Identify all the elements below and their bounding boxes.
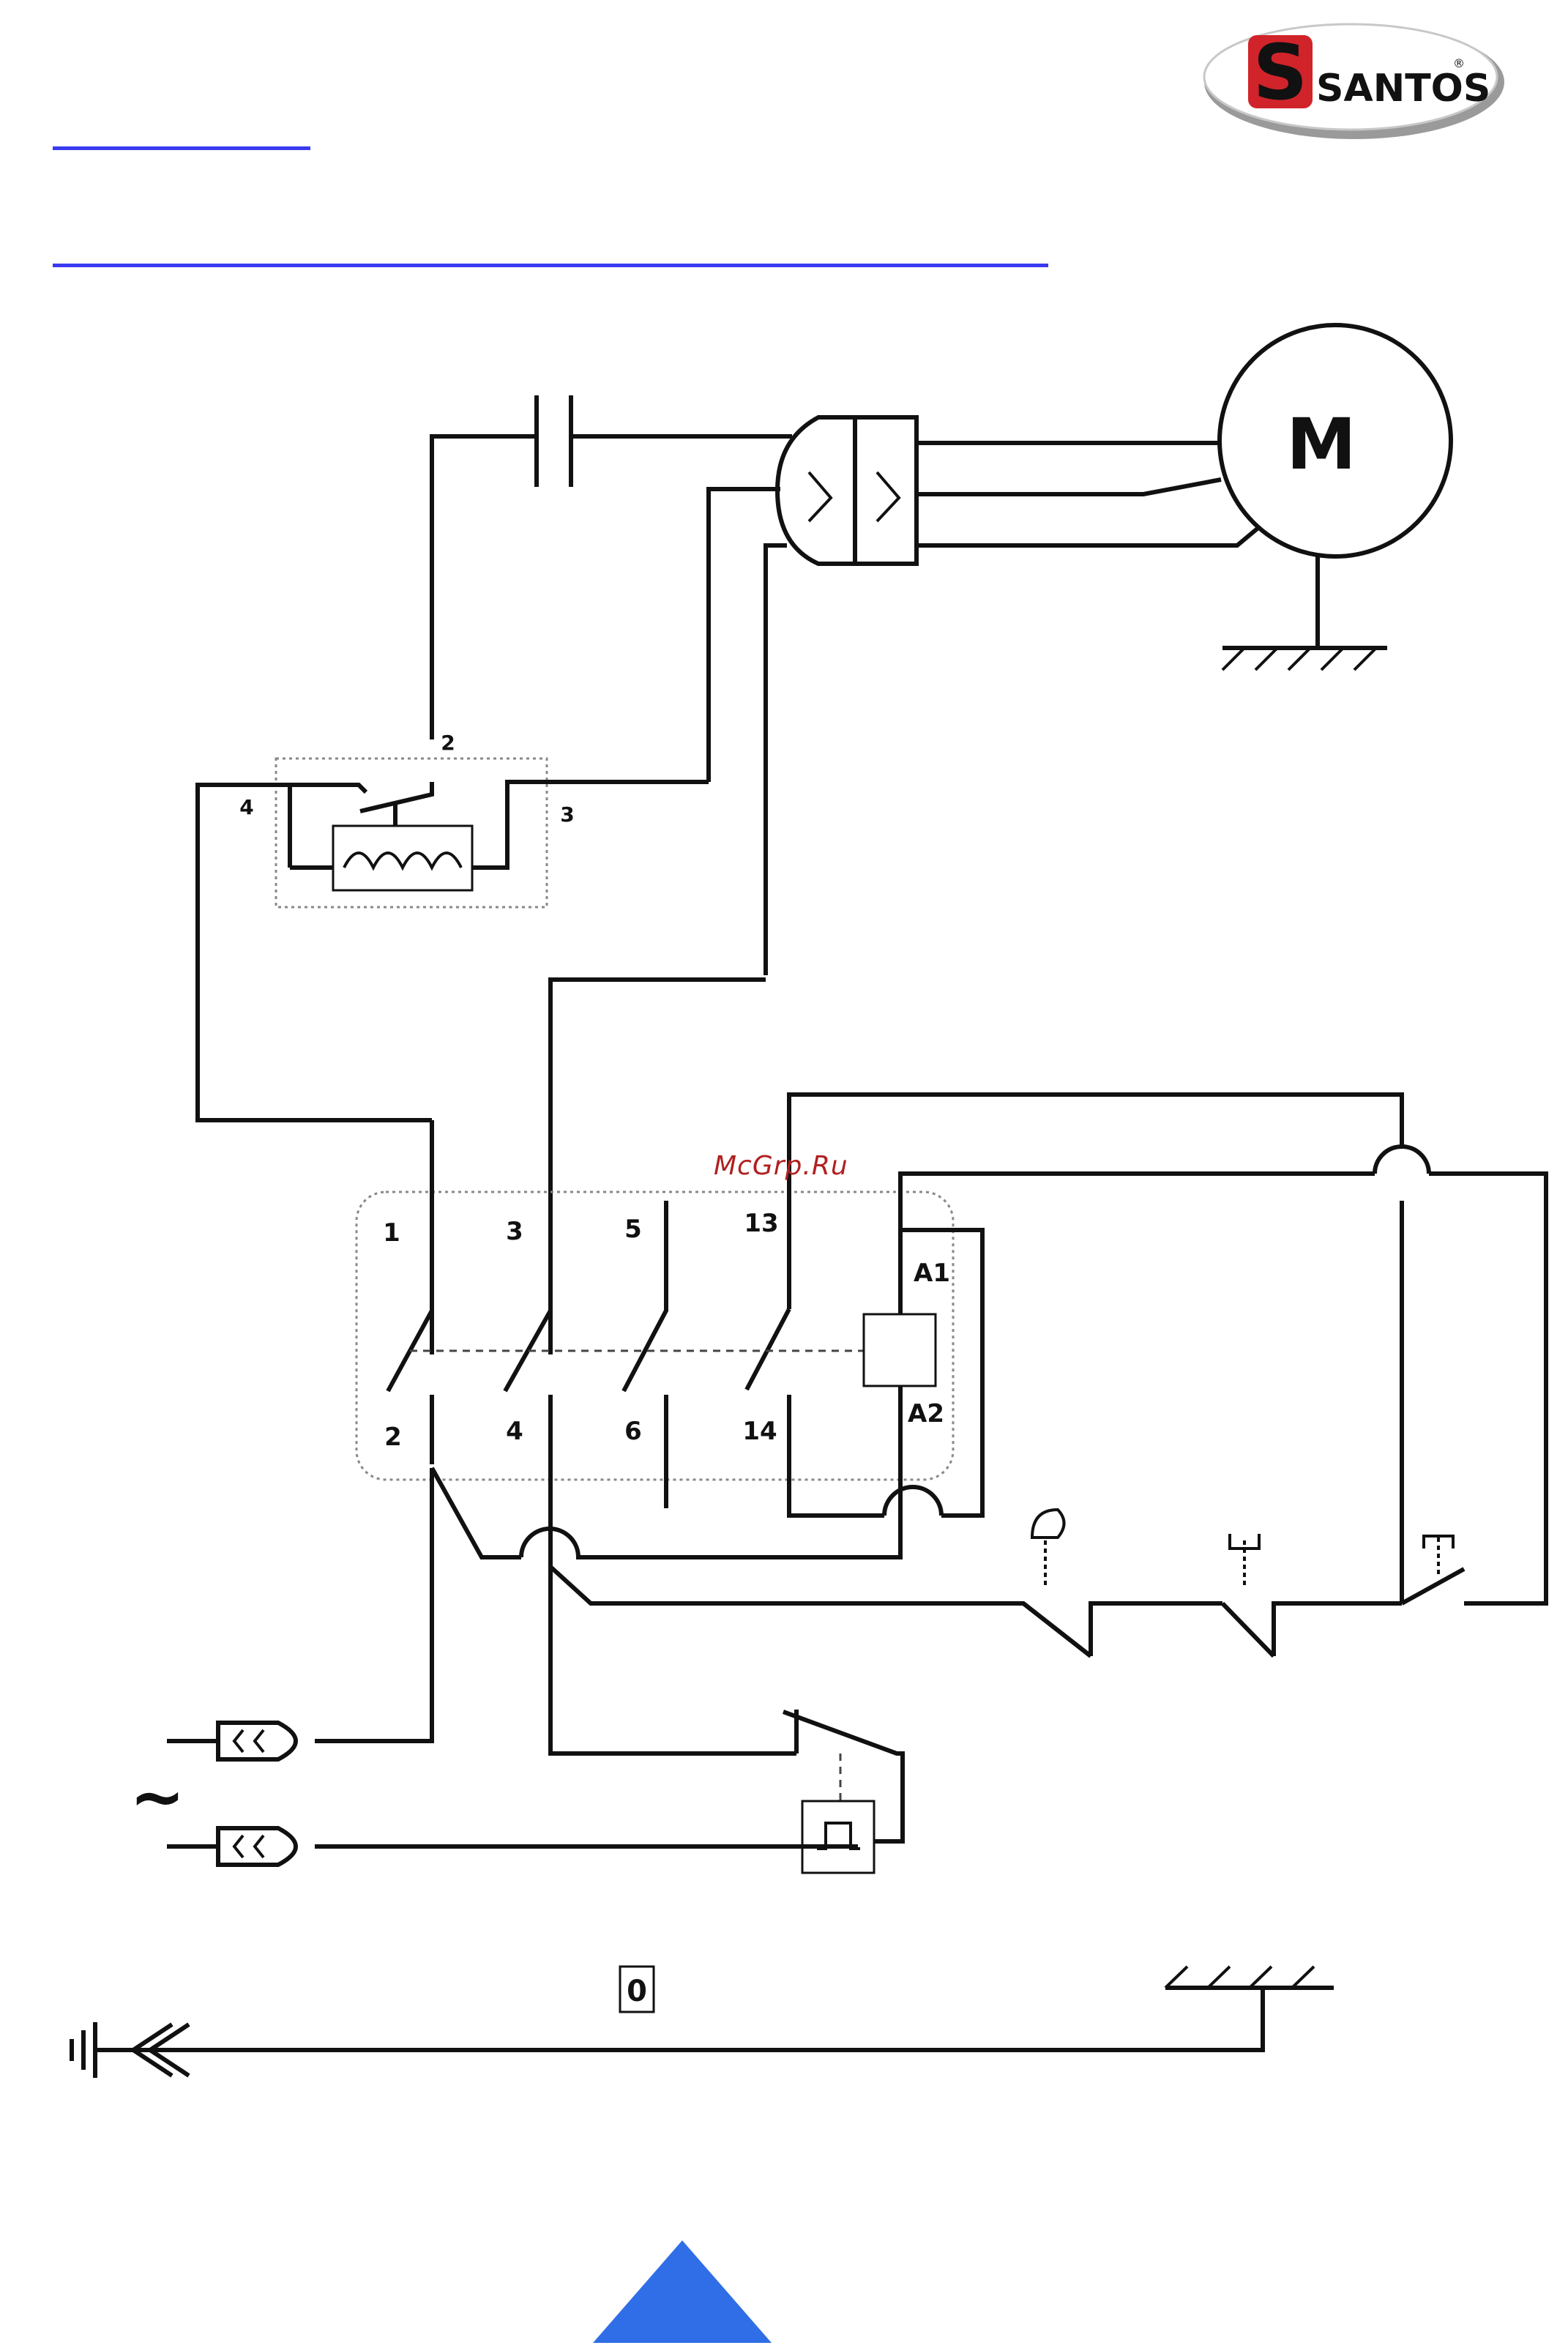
thermal-terminal-2: 2 — [441, 731, 455, 755]
coil-terminal-a1: A1 — [914, 1259, 950, 1288]
logo-wordmark: SANTOS — [1316, 67, 1490, 111]
thermal-terminal-3: 3 — [560, 802, 574, 827]
triangle-up-icon[interactable] — [593, 2240, 772, 2343]
coil-terminal-a2: A2 — [908, 1399, 944, 1428]
earth-box-label: 0 — [627, 1975, 647, 2008]
contactor-terminal-4: 4 — [506, 1417, 523, 1446]
logo-registered-mark: ® — [1453, 56, 1465, 70]
motor-ground-icon — [1222, 556, 1387, 670]
contactor-terminal-1: 1 — [383, 1218, 400, 1248]
contactor-terminal-14: 14 — [742, 1417, 777, 1446]
thermal-terminal-4: 4 — [239, 795, 253, 819]
motor-connector — [777, 417, 916, 564]
thermal-protector: 2 3 4 — [198, 731, 709, 1120]
contactor-terminal-3: 3 — [506, 1217, 523, 1246]
motor-label: M — [1286, 403, 1356, 485]
contactor-terminal-13: 13 — [744, 1209, 778, 1238]
motor: M — [1220, 325, 1451, 556]
capacitor — [432, 395, 792, 739]
watermark: McGrp.Ru — [714, 1151, 848, 1181]
start-button[interactable] — [1402, 1536, 1464, 1603]
contactor-terminal-6: 6 — [624, 1417, 642, 1446]
safety-micro-switch — [550, 1559, 903, 1873]
contactor-terminal-5: 5 — [624, 1215, 642, 1244]
emergency-stop-button[interactable] — [1023, 1510, 1222, 1656]
earth-connection: 0 — [72, 1967, 1334, 2078]
contactor-terminal-2: 2 — [384, 1423, 402, 1452]
mains-plug: ~ — [130, 1468, 858, 1865]
santos-logo: S SANTOS ® — [1204, 24, 1504, 139]
stop-button[interactable] — [1222, 1534, 1402, 1656]
mains-ac-symbol: ~ — [130, 1759, 184, 1835]
logo-initial: S — [1253, 28, 1308, 117]
